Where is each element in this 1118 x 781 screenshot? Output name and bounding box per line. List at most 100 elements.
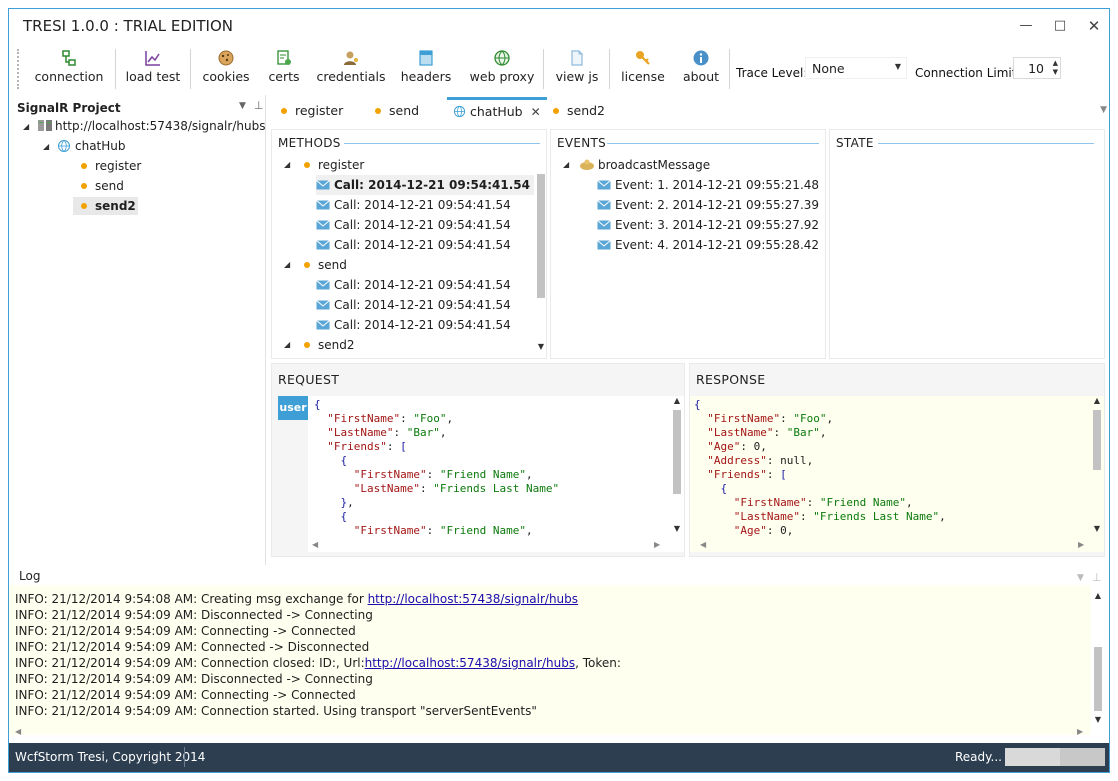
methods-panel: METHODS ◢ register Call: 2014-12-21 09:5…	[271, 129, 547, 359]
scroll-down-icon[interactable]: ▼	[537, 342, 545, 351]
pin-icon[interactable]: ⊥	[1092, 571, 1102, 584]
trace-level-select[interactable]: None ▼	[805, 57, 907, 79]
tree-node-method-selected[interactable]: send2	[73, 197, 138, 215]
response-editor-area[interactable]: { "FirstName": "Foo", "LastName": "Bar",…	[690, 396, 1104, 552]
scroll-down-icon[interactable]: ▼	[1094, 715, 1102, 724]
event-group-label: broadcastMessage	[598, 158, 711, 172]
credentials-button[interactable]: credentials	[313, 47, 389, 91]
call-item[interactable]: Call: 2014-12-21 09:54:41.54	[316, 215, 511, 235]
scroll-up-icon[interactable]: ▲	[673, 396, 681, 405]
tab-send[interactable]: send	[375, 97, 419, 127]
method-dot-icon	[304, 342, 310, 348]
license-button[interactable]: license	[615, 47, 671, 91]
log-vscroll[interactable]: ▲ ▼	[1093, 587, 1103, 727]
request-editor-area[interactable]: { "FirstName": "Foo", "LastName": "Bar",…	[308, 396, 684, 552]
method-group-send2[interactable]: send2	[304, 335, 355, 355]
scroll-thumb[interactable]	[537, 174, 545, 298]
scroll-right-icon[interactable]: ▶	[1077, 727, 1084, 736]
maximize-button[interactable]: □	[1053, 18, 1067, 33]
globe-icon	[494, 50, 510, 66]
call-item[interactable]: Call: 2014-12-21 09:54:41.54	[316, 295, 511, 315]
close-icon[interactable]: ✕	[530, 105, 541, 119]
tree-expander-icon[interactable]: ◢	[563, 160, 570, 169]
event-item[interactable]: Event: 4. 2014-12-21 09:55:28.42	[597, 235, 819, 255]
toolbar-separator	[190, 49, 191, 89]
pane-menu-icon[interactable]: ▼	[239, 101, 246, 111]
view-js-label: view js	[555, 69, 599, 84]
call-item[interactable]: Call: 2014-12-21 09:54:41.54	[316, 195, 511, 215]
scroll-up-icon[interactable]: ▲	[1094, 591, 1102, 600]
tree-expander-icon[interactable]: ◢	[43, 142, 50, 151]
spin-up-icon[interactable]: ▲	[1052, 59, 1058, 67]
tree-node-method[interactable]: send	[81, 177, 124, 195]
call-item-selected[interactable]: Call: 2014-12-21 09:54:41.54	[316, 175, 534, 195]
method-group-register[interactable]: register	[304, 155, 364, 175]
scroll-right-icon[interactable]: ▶	[1078, 540, 1085, 549]
tab-chathub[interactable]: chatHub✕	[447, 97, 547, 127]
log-link[interactable]: http://localhost:57438/signalr/hubs	[367, 592, 579, 606]
call-item[interactable]: Call: 2014-12-21 09:54:41.54	[316, 315, 511, 335]
method-label: register	[95, 159, 142, 173]
scroll-right-icon[interactable]: ▶	[654, 540, 661, 549]
connection-button[interactable]: connection	[31, 47, 107, 91]
certs-button[interactable]: certs	[261, 47, 307, 91]
tree-expander-icon[interactable]: ◢	[284, 260, 291, 269]
globe-icon	[58, 140, 70, 152]
log-link[interactable]: http://localhost:57438/signalr/hubs	[364, 656, 576, 670]
spin-down-icon[interactable]: ▼	[1052, 68, 1058, 76]
about-button[interactable]: about	[677, 47, 725, 91]
method-group-send[interactable]: send	[304, 255, 347, 275]
tree-expander-icon[interactable]: ◢	[23, 122, 30, 131]
pane-menu-icon[interactable]: ▼	[1077, 573, 1084, 583]
envelope-icon	[316, 220, 330, 230]
headers-button[interactable]: headers	[397, 47, 455, 91]
status-text: Ready...	[955, 750, 1002, 764]
load-test-button[interactable]: load test	[121, 47, 185, 91]
scroll-left-icon[interactable]: ◀	[700, 540, 707, 549]
event-item[interactable]: Event: 2. 2014-12-21 09:55:27.39	[597, 195, 819, 215]
event-group[interactable]: broadcastMessage	[579, 155, 710, 175]
log-line: INFO: 21/12/2014 9:54:09 AM: Disconnecte…	[15, 672, 373, 686]
request-json-editor[interactable]: { "FirstName": "Foo", "LastName": "Bar",…	[314, 398, 560, 536]
tab-register[interactable]: register	[281, 97, 343, 127]
response-json-editor[interactable]: { "FirstName": "Foo", "LastName": "Bar",…	[694, 398, 946, 536]
scroll-thumb[interactable]	[1093, 410, 1101, 470]
scroll-down-icon[interactable]: ▼	[1093, 524, 1101, 533]
method-dot-icon	[81, 163, 87, 169]
methods-scrollbar[interactable]: ▼	[536, 156, 546, 356]
tree-expander-icon[interactable]: ◢	[284, 340, 291, 349]
log-line: INFO: 21/12/2014 9:54:09 AM: Connected -…	[15, 640, 370, 654]
tree-node-method[interactable]: register	[81, 157, 141, 175]
tree-node-hub[interactable]: chatHub	[57, 137, 126, 155]
scroll-left-icon[interactable]: ◀	[15, 727, 22, 736]
cookies-button[interactable]: cookies	[197, 47, 255, 91]
scroll-down-icon[interactable]: ▼	[673, 524, 681, 533]
call-item[interactable]: Call: 2014-12-21 09:54:41.54	[316, 235, 511, 255]
scroll-left-icon[interactable]: ◀	[312, 540, 319, 549]
tree-node-root[interactable]: http://localhost:57438/signalr/hubs	[37, 117, 265, 135]
web-proxy-button[interactable]: web proxy	[465, 47, 539, 91]
pin-icon[interactable]: ⊥	[254, 99, 264, 112]
tab-send2[interactable]: send2	[553, 97, 605, 127]
user-tab[interactable]: user	[278, 396, 308, 420]
scroll-thumb[interactable]	[1094, 647, 1102, 711]
minimize-button[interactable]: —	[1019, 18, 1033, 33]
credentials-label: credentials	[316, 69, 386, 84]
scroll-thumb[interactable]	[673, 410, 681, 494]
view-js-button[interactable]: view js	[549, 47, 605, 91]
toolbar-grip[interactable]	[17, 49, 20, 89]
response-vscroll[interactable]: ▲ ▼	[1092, 396, 1102, 536]
call-item[interactable]: Call: 2014-12-21 09:54:41.54	[316, 275, 511, 295]
scroll-up-icon[interactable]: ▲	[1093, 396, 1101, 405]
about-label: about	[682, 69, 720, 84]
log-content[interactable]: INFO: 21/12/2014 9:54:08 AM: Creating ms…	[9, 585, 1091, 736]
events-panel: EVENTS ◢ broadcastMessage Event: 1. 2014…	[550, 129, 826, 359]
tree-expander-icon[interactable]: ◢	[284, 160, 291, 169]
tabs-overflow-icon[interactable]: ▼	[1100, 105, 1107, 115]
request-vscroll[interactable]: ▲ ▼	[672, 396, 682, 536]
close-button[interactable]: ✕	[1087, 17, 1101, 35]
connection-limit-stepper[interactable]: 10 ▲ ▼	[1013, 57, 1061, 79]
event-item[interactable]: Event: 1. 2014-12-21 09:55:21.48	[597, 175, 819, 195]
event-item[interactable]: Event: 3. 2014-12-21 09:55:27.92	[597, 215, 819, 235]
call-label: Call: 2014-12-21 09:54:41.54	[334, 318, 511, 332]
